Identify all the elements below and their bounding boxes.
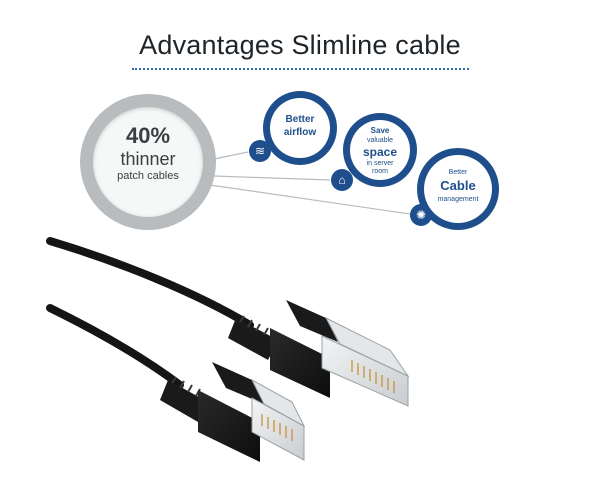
lightbulb-icon: ✺ — [410, 204, 432, 226]
benefit-space-line4: in server — [366, 160, 394, 167]
benefit-cm-line3: management — [437, 196, 479, 203]
benefit-airflow-line2: airflow — [283, 127, 317, 138]
badge-percent: 40% — [125, 123, 171, 148]
thinner-badge: 40% thinner patch cables — [93, 107, 203, 217]
benefit-cm-line2: Cable — [440, 178, 476, 193]
home-icon: ⌂ — [331, 169, 353, 191]
airflow-icon: ≋ — [249, 140, 271, 162]
benefit-space-line5: room — [372, 168, 388, 175]
title-divider — [132, 68, 469, 70]
badge-patch-cables: patch cables — [117, 170, 179, 182]
badge-thinner: thinner — [120, 149, 176, 169]
benefit-space-line2: valuable — [366, 137, 394, 144]
benefit-airflow: Better airflow — [263, 91, 337, 165]
benefit-space: Save valuable space in server room — [343, 113, 417, 187]
benefit-space-line3: space — [362, 145, 398, 159]
benefit-space-line1: Save — [370, 126, 390, 135]
benefit-airflow-line1: Better — [285, 114, 315, 125]
benefit-cm-line1: Better — [448, 169, 468, 176]
page-title: Advantages Slimline cable — [139, 30, 461, 60]
